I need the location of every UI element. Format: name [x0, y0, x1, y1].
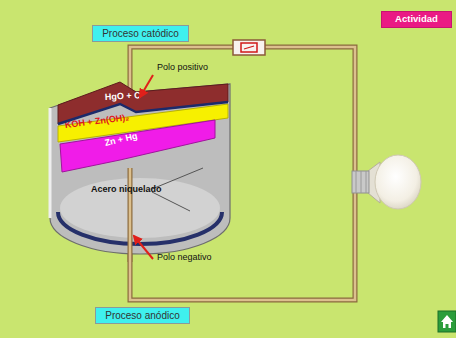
layer-label: HgO + C: [105, 91, 141, 103]
pointer-arrow: [134, 236, 153, 259]
home-icon: [441, 315, 453, 328]
pole-label: Polo negativo: [157, 253, 212, 263]
home-button: [438, 311, 456, 332]
anode-collector: [128, 168, 133, 262]
process-button: Proceso catódico: [92, 25, 189, 42]
button-label: Actividad: [395, 14, 438, 24]
case-rim: [49, 108, 52, 218]
pole-label: Polo positivo: [157, 63, 208, 73]
material-label: Acero niquelado: [91, 185, 162, 195]
button-label: Proceso anódico: [105, 310, 180, 321]
bulb-thread: [366, 171, 367, 193]
switch-symbol-inner: [241, 43, 257, 52]
band-outline: [55, 116, 220, 176]
activity-button: Actividad: [381, 11, 452, 28]
separator-line: [58, 102, 228, 124]
battery-cavity: [60, 178, 220, 238]
pointer-arrow: [140, 75, 153, 97]
button-label: Proceso catódico: [102, 28, 179, 39]
bulb-thread: [361, 171, 362, 193]
switch-symbol: [233, 40, 265, 55]
anode-collector-highlight: [129, 168, 132, 262]
anode-layer: Zn + Hg: [55, 116, 220, 176]
process-button: Proceso anódico: [95, 307, 190, 324]
bulb-glass: [375, 155, 421, 209]
bulb-base: [352, 171, 369, 193]
leader-line: [152, 192, 190, 211]
band-shape: [60, 120, 215, 172]
bulb-thread: [356, 171, 357, 193]
steel-ring: [58, 212, 222, 244]
switch-lever: [244, 46, 254, 49]
